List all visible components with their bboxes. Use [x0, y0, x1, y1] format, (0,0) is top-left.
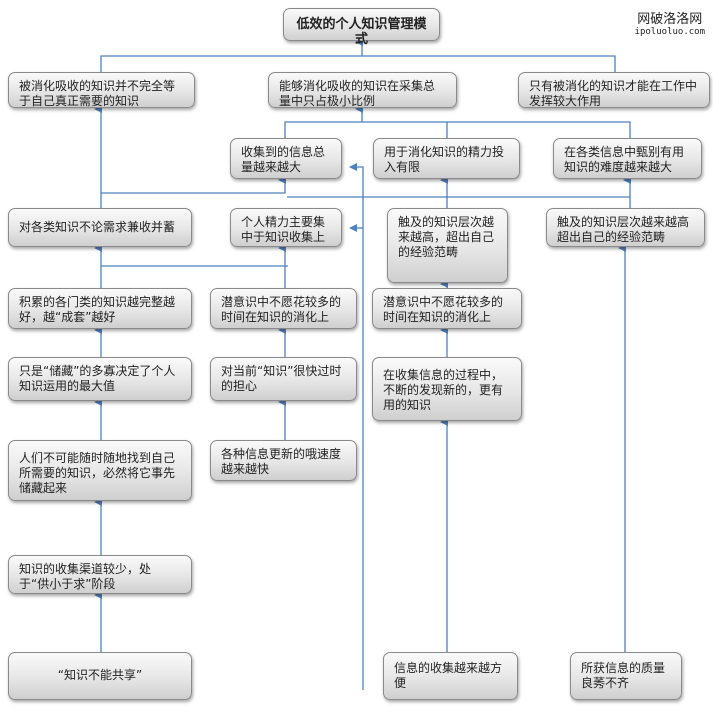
node-d1: 积累的各门类的知识越完整越好，越“成套”越好	[8, 288, 192, 329]
node-b3: 在各类信息中甄别有用知识的难度越来越大	[553, 138, 702, 179]
node-d3: 潜意识中不愿花较多的时间在知识的消化上	[372, 288, 522, 329]
node-f1: 人们不可能随时随地找到自己所需要的知识，必然将它事先储藏起来	[8, 440, 192, 501]
node-c3: 触及的知识层次越来越高，超出自己的经验范畴	[387, 208, 508, 283]
watermark-name: 网破洛洛网	[637, 12, 703, 27]
node-e1: 只是“储藏”的多寡决定了个人知识运用的最大值	[8, 357, 192, 401]
connector	[101, 176, 286, 194]
node-b2: 用于消化知识的精力投入有限	[373, 138, 520, 179]
node-c2: 个人精力主要集中于知识收集上	[230, 208, 342, 247]
node-a2: 能够消化吸收的知识在采集总量中只占极小比例	[268, 72, 457, 108]
watermark-url: ipoluoluo.com	[634, 27, 705, 37]
node-e3: 在收集信息的过程中，不断的发现新的，更有用的知识	[372, 357, 522, 421]
node-b1: 收集到的信息总量越来越大	[230, 138, 342, 179]
node-g1: 知识的收集渠道较少，处于“供小于求”阶段	[8, 555, 192, 594]
node-h1: “知识不能共享”	[8, 652, 192, 700]
node-a1: 被消化吸收的知识并不完全等于自己真正需要的知识	[8, 72, 195, 108]
node-e2: 对当前“知识”很快过时的担心	[210, 357, 357, 401]
node-h2: 信息的收集越来越方便	[383, 652, 518, 700]
watermark: 网破洛洛网 ipoluoluo.com	[635, 8, 705, 37]
node-h3: 所获信息的质量良莠不齐	[570, 652, 682, 700]
root-node: 低效的个人知识管理模式	[283, 8, 440, 47]
node-c1: 对各类知识不论需求兼收并蓄	[8, 208, 192, 247]
node-a3: 只有被消化的知识才能在工作中发挥较大作用	[518, 72, 710, 108]
node-c4: 触及的知识层次越来越高超出自己的经验范畴	[546, 208, 705, 247]
node-f2: 各种信息更新的哦速度越来越快	[210, 440, 357, 481]
connector	[100, 55, 616, 72]
connector	[284, 121, 631, 138]
node-d2: 潜意识中不愿花较多的时间在知识的消化上	[210, 288, 357, 329]
connector	[349, 163, 364, 690]
